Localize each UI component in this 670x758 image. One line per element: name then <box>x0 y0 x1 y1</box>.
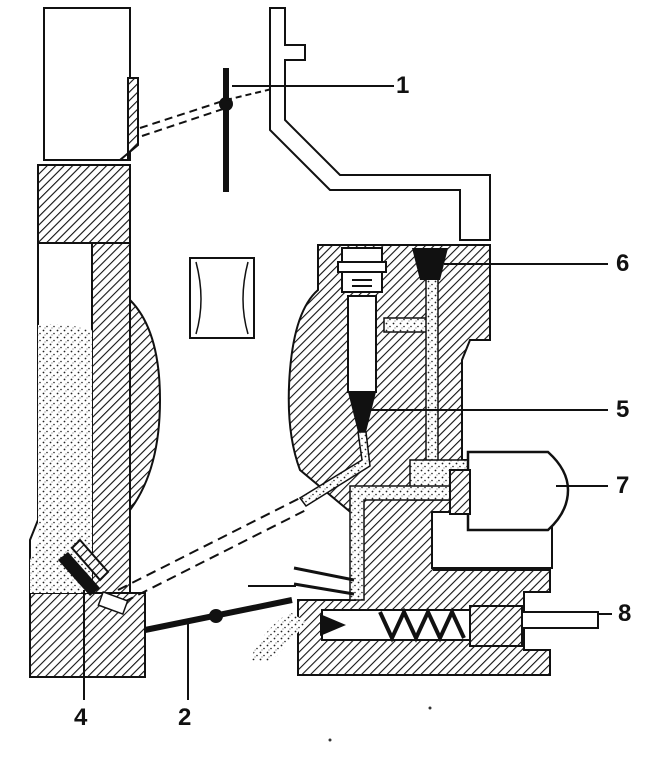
callout-6: 6 <box>616 250 630 277</box>
float-needle-valve <box>58 538 129 615</box>
air-correction-duct <box>269 7 491 241</box>
accelerator-linkage <box>117 497 307 603</box>
throttle-valve <box>144 597 293 633</box>
callout-5: 5 <box>616 396 630 423</box>
venturi-window <box>189 257 255 339</box>
idle-mixture-screw <box>320 605 599 647</box>
leader-lines <box>83 85 612 700</box>
choke-housing-tab <box>117 77 139 161</box>
callout-7: 7 <box>616 472 630 499</box>
callout-8: 8 <box>618 600 632 627</box>
float-chamber <box>29 242 93 594</box>
callout-1: 1 <box>396 72 410 99</box>
callout-4: 4 <box>74 704 88 731</box>
main-jet-well <box>298 247 431 508</box>
idle-cutoff-solenoid <box>449 450 570 532</box>
callout-2: 2 <box>178 704 192 731</box>
bypass-ports <box>248 566 355 662</box>
choke-valve <box>139 68 277 192</box>
